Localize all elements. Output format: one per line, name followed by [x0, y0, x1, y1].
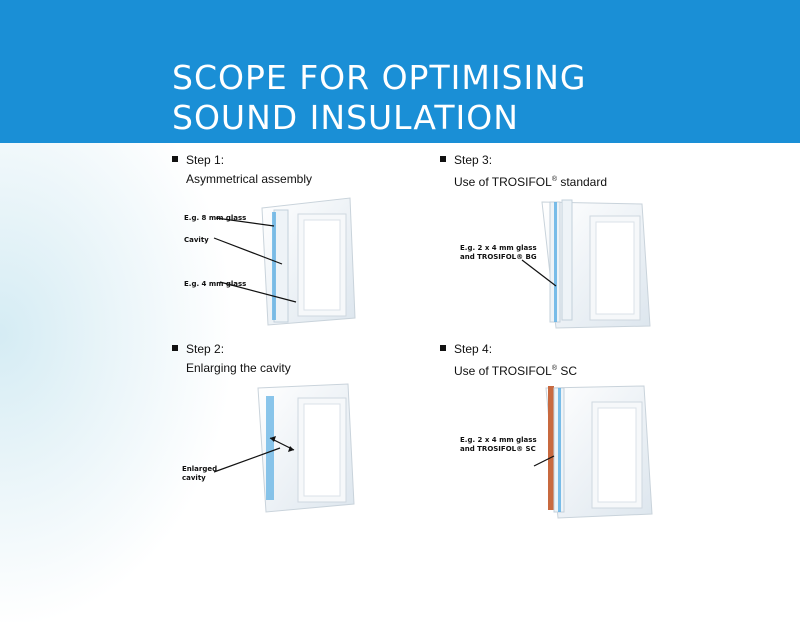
step-4-glass-illustration	[533, 385, 653, 519]
step-2-title: Step 2:	[186, 342, 225, 356]
step-2-label-line-1: Enlarged	[182, 465, 218, 473]
step-1-label-cavity: Cavity	[184, 236, 209, 244]
step-1-title: Step 1:	[186, 153, 225, 167]
step-1-label-8mm: E.g. 8 mm glass	[184, 214, 247, 222]
step-3-label: E.g. 2 x 4 mm glass and TROSIFOL® BG	[460, 244, 537, 262]
step-2-label-line-2: cavity	[182, 474, 206, 482]
header-banner: SCOPE FOR OPTIMISING SOUND INSULATION	[0, 0, 800, 143]
step-2-glass-illustration	[213, 383, 355, 513]
step-3-label-line-1: E.g. 2 x 4 mm glass	[460, 244, 537, 252]
step-1-description: Asymmetrical assembly	[186, 172, 313, 186]
bullet-icon	[172, 156, 178, 162]
step-1-label-4mm: E.g. 4 mm glass	[184, 280, 247, 288]
page-title: SCOPE FOR OPTIMISING SOUND INSULATION	[172, 58, 587, 138]
bullet-icon	[440, 156, 446, 162]
bullet-icon	[440, 345, 446, 351]
step-3-title: Step 3:	[454, 153, 493, 167]
background-glass-fade	[0, 143, 230, 622]
step-4-label-line-1: E.g. 2 x 4 mm glass	[460, 436, 537, 444]
title-line-1: SCOPE FOR OPTIMISING	[172, 58, 587, 97]
bullet-icon	[172, 345, 178, 351]
step-1-glass-illustration	[213, 197, 356, 326]
title-line-2: SOUND INSULATION	[172, 98, 519, 137]
step-3-description: Use of TROSIFOL® standard	[454, 175, 608, 189]
step-3-label-line-2: and TROSIFOL® BG	[460, 253, 537, 261]
step-4-label: E.g. 2 x 4 mm glass and TROSIFOL® SC	[460, 436, 537, 454]
step-3-glass-illustration	[521, 199, 651, 329]
step-2-description: Enlarging the cavity	[186, 361, 291, 375]
step-2-label: Enlarged cavity	[182, 465, 217, 483]
step-4-title: Step 4:	[454, 342, 493, 356]
step-4-label-line-2: and TROSIFOL® SC	[460, 445, 536, 453]
step-4-description: Use of TROSIFOL® SC	[454, 364, 577, 378]
